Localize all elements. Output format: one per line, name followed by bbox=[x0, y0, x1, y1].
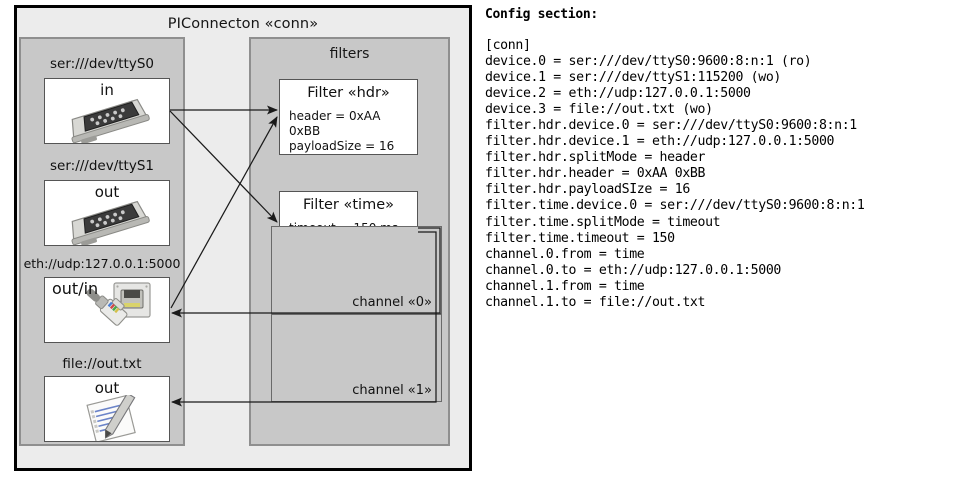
device-label-ttys1: ser:///dev/ttyS1 bbox=[50, 158, 154, 174]
device-label-eth: eth://udp:127.0.0.1:5000 bbox=[23, 256, 181, 271]
config-line: device.1 = ser:///dev/ttyS1:115200 (wo) bbox=[485, 70, 781, 86]
filter-prop: payloadSize = 16 bbox=[289, 139, 395, 153]
serial-connector-icon bbox=[71, 98, 150, 143]
text-document-icon bbox=[86, 395, 136, 441]
config-heading: Config section: bbox=[485, 7, 598, 22]
config-line: filter.hdr.device.0 = ser:///dev/ttyS0:9… bbox=[485, 118, 857, 134]
config-line: [conn] bbox=[485, 38, 531, 53]
config-line: channel.0.from = time bbox=[485, 246, 645, 262]
filter-prop: header = 0xAA 0xBB bbox=[289, 109, 381, 138]
filter-card-hdr[interactable]: Filter «hdr» header = 0xAA 0xBB payloadS… bbox=[279, 79, 418, 155]
device-label-ttys0: ser:///dev/ttyS0 bbox=[50, 56, 154, 72]
config-line: filter.hdr.header = 0xAA 0xBB bbox=[485, 166, 706, 182]
config-line: filter.hdr.device.1 = eth://udp:127.0.0.… bbox=[485, 134, 835, 150]
device-direction-eth: out/in bbox=[52, 279, 99, 298]
page-title: PIConnecton «conn» bbox=[167, 16, 319, 32]
config-line: device.0 = ser:///dev/ttyS0:9600:8:n:1 (… bbox=[485, 54, 812, 70]
device-label-file: file://out.txt bbox=[62, 356, 142, 372]
device-card-ttys0[interactable]: in bbox=[44, 78, 170, 144]
architecture-diagram: PIConnecton «conn» ser:///dev/ttyS0 in bbox=[0, 0, 478, 484]
device-direction-file: out bbox=[94, 379, 120, 397]
config-line: device.2 = eth://udp:127.0.0.1:5000 bbox=[485, 86, 751, 102]
config-line: filter.hdr.payloadSIze = 16 bbox=[485, 182, 690, 198]
config-line: channel.1.from = time bbox=[485, 278, 645, 294]
config-line: filter.time.device.0 = ser:///dev/ttyS0:… bbox=[485, 198, 865, 214]
filter-props-hdr: header = 0xAA 0xBB payloadSize = 16 bbox=[289, 109, 411, 154]
config-line: device.3 = file://out.txt (wo) bbox=[485, 102, 713, 118]
config-line: filter.hdr.splitMode = header bbox=[485, 150, 706, 166]
channel-label-1: channel «1» bbox=[352, 383, 432, 398]
device-card-file[interactable]: out bbox=[44, 376, 170, 442]
config-line: filter.time.timeout = 150 bbox=[485, 230, 675, 246]
channel-box-1[interactable]: channel «1» bbox=[271, 314, 442, 402]
device-direction-ttys1: out bbox=[94, 183, 120, 201]
filters-panel-title: filters bbox=[329, 46, 370, 62]
channel-label-0: channel «0» bbox=[352, 295, 432, 310]
config-line: filter.time.splitMode = timeout bbox=[485, 214, 721, 230]
device-card-eth[interactable]: out/in bbox=[44, 277, 170, 343]
config-line: channel.1.to = file://out.txt bbox=[485, 294, 706, 310]
config-line: channel.0.to = eth://udp:127.0.0.1:5000 bbox=[485, 262, 781, 278]
config-listing: [conn]device.0 = ser:///dev/ttyS0:9600:8… bbox=[485, 38, 865, 311]
config-section: Config section: [conn]device.0 = ser:///… bbox=[481, 0, 964, 484]
ethernet-jack-icon bbox=[86, 282, 151, 326]
serial-connector-icon bbox=[71, 200, 150, 245]
filter-title-time: Filter «time» bbox=[302, 197, 395, 213]
filter-title-hdr: Filter «hdr» bbox=[307, 85, 390, 101]
channel-box-0[interactable]: channel «0» bbox=[271, 226, 442, 314]
device-direction-ttys0: in bbox=[100, 81, 114, 99]
device-card-ttys1[interactable]: out bbox=[44, 180, 170, 246]
